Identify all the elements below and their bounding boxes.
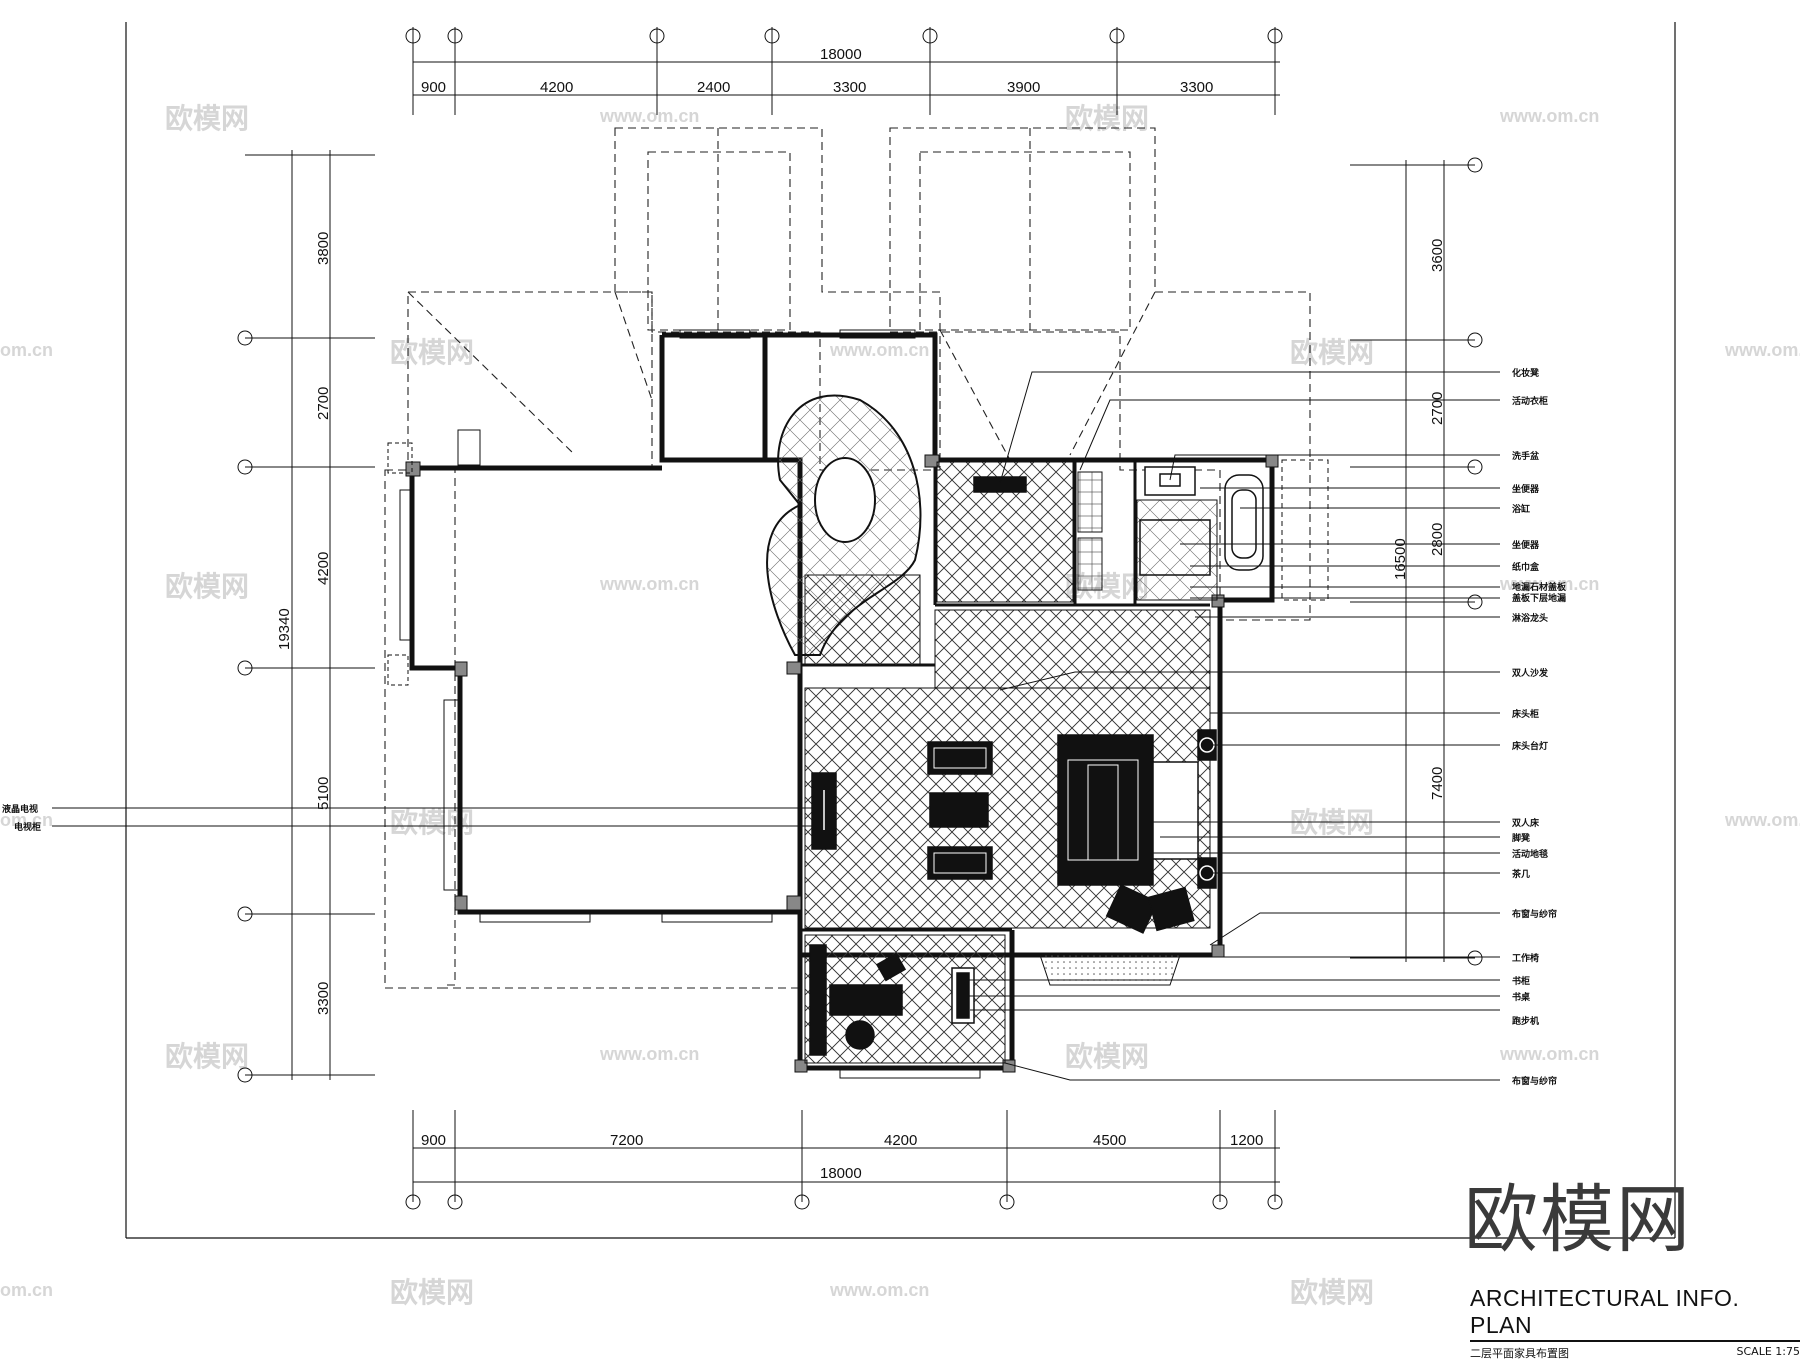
left-dimension: 4200 [315, 552, 332, 585]
callout-lcd-tv: 液晶电视 [2, 803, 38, 815]
left-axis-bubbles [237, 330, 253, 1083]
top-axis-bubbles [405, 28, 1283, 44]
top-dimension: 2400 [697, 79, 730, 96]
watermark-logo: 欧模网 [390, 336, 474, 369]
scale-readout: SCALE 1:75 [1737, 1345, 1800, 1361]
right-callout-leaders [960, 371, 1500, 1081]
callout-bathtub: 浴缸 [1512, 503, 1530, 515]
watermark-url: www.om.cn [1499, 106, 1599, 126]
right-dimension: 3600 [1429, 239, 1446, 272]
callout-curtain-2: 布窗与纱帘 [1511, 1075, 1557, 1087]
left-dimension: 3300 [315, 982, 332, 1015]
bottom-total-dimension: 18000 [820, 1165, 862, 1182]
callout-vanity-stool: 化妆凳 [1512, 367, 1540, 379]
callout-footstool: 脚凳 [1512, 832, 1531, 844]
watermark-url: www.om.cn [599, 1044, 699, 1064]
floor-finishes [804, 461, 1218, 1064]
right-total-dimension: 16500 [1392, 538, 1409, 580]
right-callout-labels: 化妆凳 活动衣柜 洗手盆 坐便器 浴缸 坐便器 纸巾盒 地漏石材盖板 盖板下层地… [1511, 367, 1567, 1087]
callout-bedside-lamp: 床头台灯 [1512, 740, 1548, 752]
left-dimension: 3800 [315, 232, 332, 265]
callout-curtain: 布窗与纱帘 [1511, 908, 1557, 920]
spiral-stair [766, 394, 922, 656]
watermark-logo: 欧模网 [1290, 336, 1374, 369]
watermark-url: www.om.cn [1499, 574, 1599, 594]
callout-drain-cover: 地漏石材盖板 [1512, 581, 1567, 593]
top-dimension: 3300 [833, 79, 866, 96]
title-underline [1470, 1340, 1800, 1342]
bottom-dimension: 900 [421, 1132, 446, 1149]
bottom-dimension: 1200 [1230, 1132, 1263, 1149]
bottom-dimension: 4500 [1093, 1132, 1126, 1149]
callout-nightstand: 床头柜 [1512, 708, 1539, 720]
callout-work-chair: 工作椅 [1512, 952, 1539, 964]
left-callout-leaders [52, 807, 822, 827]
top-dimension: 3300 [1180, 79, 1213, 96]
watermark-url: www.om.cn [1724, 810, 1800, 830]
left-dimension-chain [245, 150, 375, 1080]
callout-washbasin: 洗手盆 [1512, 450, 1540, 462]
watermark-url: om.cn [0, 340, 53, 360]
watermark-url: www.om.cn [599, 106, 699, 126]
top-dimension: 3900 [1007, 79, 1040, 96]
top-dimension-chain [412, 27, 1280, 115]
callout-rug: 活动地毯 [1512, 848, 1548, 860]
right-dimension: 2800 [1429, 523, 1446, 556]
callout-double-bed: 双人床 [1512, 817, 1540, 829]
watermark-logo: 欧模网 [165, 570, 249, 603]
top-dimension: 4200 [540, 79, 573, 96]
watermark-url: om.cn [0, 1280, 53, 1300]
callout-coffee-table: 茶几 [1511, 868, 1530, 880]
callout-tissue-box: 纸巾盒 [1512, 561, 1540, 573]
plan-title: ARCHITECTURAL INFO. PLAN [1470, 1285, 1740, 1338]
callout-treadmill: 跑步机 [1512, 1015, 1539, 1027]
callout-desk: 书桌 [1512, 991, 1531, 1003]
bottom-dimension-chain [412, 1110, 1280, 1202]
watermark-logo: 欧模网 [1290, 1276, 1374, 1309]
left-dimension: 2700 [315, 387, 332, 420]
title-subrow: 二层平面家具布置图 SCALE 1:75 [1470, 1345, 1800, 1361]
brand-logo-watermark: 欧模网 [1464, 1177, 1692, 1263]
watermark-logo: 欧模网 [1065, 1040, 1149, 1073]
callout-shower: 淋浴龙头 [1512, 612, 1548, 624]
watermark-url: www.om.cn [1724, 340, 1800, 360]
watermark-url: www.om.cn [829, 1280, 929, 1300]
watermark-logo: 欧模网 [1065, 102, 1149, 135]
callout-toilet: 坐便器 [1512, 483, 1540, 495]
callout-toilet-2: 坐便器 [1512, 539, 1540, 551]
wall-hatch-posts [405, 454, 1279, 1073]
hall-fixtures [387, 429, 481, 686]
right-axis-bubbles [1467, 157, 1483, 966]
bottom-dimension: 4200 [884, 1132, 917, 1149]
callout-wardrobe: 活动衣柜 [1512, 395, 1548, 407]
left-total-dimension: 19340 [276, 608, 293, 650]
watermark-url: www.om.cn [829, 340, 929, 360]
top-dimension: 900 [421, 79, 446, 96]
callout-tv-cabinet: 电视柜 [14, 821, 41, 833]
watermark-logo: 欧模网 [165, 102, 249, 135]
top-total-dimension: 18000 [820, 46, 862, 63]
watermark-logo: 欧模网 [390, 1276, 474, 1309]
right-dimension-chain [1350, 160, 1475, 962]
furniture [809, 466, 1264, 1056]
right-dimension: 7400 [1429, 767, 1446, 800]
watermark-url: om.cn [0, 810, 53, 830]
plan-subtitle: 二层平面家具布置图 [1470, 1347, 1569, 1360]
callout-bookcase: 书柜 [1512, 975, 1530, 987]
watermark-url: www.om.cn [599, 574, 699, 594]
windows [399, 329, 1329, 1079]
title-block: ARCHITECTURAL INFO. PLAN 二层平面家具布置图 SCALE… [1470, 1285, 1800, 1361]
right-dimension: 2700 [1429, 392, 1446, 425]
bottom-axis-bubbles [405, 1194, 1283, 1210]
watermark-logo: 欧模网 [165, 1040, 249, 1073]
bottom-dimension: 7200 [610, 1132, 643, 1149]
callout-drain-under: 盖板下层地漏 [1512, 592, 1566, 604]
watermark-url: www.om.cn [1499, 1044, 1599, 1064]
callout-loveseat: 双人沙发 [1512, 667, 1549, 679]
left-dimension: 5100 [315, 777, 332, 810]
